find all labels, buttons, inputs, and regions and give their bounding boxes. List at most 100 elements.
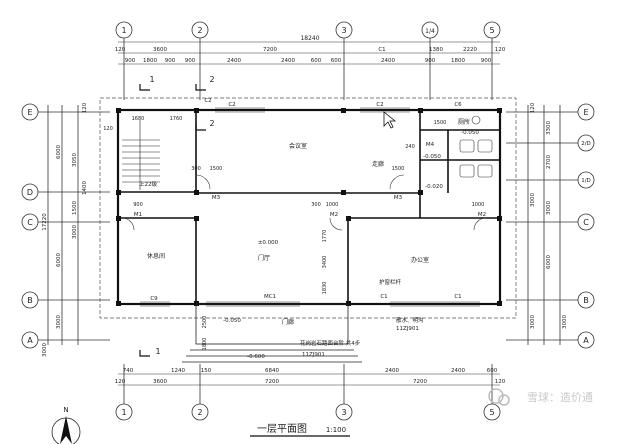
axis-left-label-a: A (27, 336, 33, 345)
staircase (122, 120, 160, 190)
inner-dim-5: 1500 (434, 120, 447, 126)
room-toilet: 厕所 (458, 118, 470, 126)
bottom-dim-1-5: 2400 (451, 368, 465, 374)
railing-note: 护窗栏杆 (379, 278, 402, 286)
top-dim-1-6: 120 (495, 47, 506, 53)
tag-c2a: C2 (228, 102, 235, 108)
right-dim-5: 6000 (546, 255, 552, 269)
top-dim-2-5: 2400 (281, 58, 295, 64)
tag-c6: C6 (454, 102, 462, 108)
inner-dim-0: 1680 (132, 116, 145, 122)
left-dim-4: 1500 (72, 201, 78, 215)
compass-label: N (63, 406, 68, 414)
tag-m2b: M2 (478, 212, 486, 218)
bottom-dim-2-0: 120 (115, 379, 126, 385)
right-dim-6: 3000 (530, 315, 536, 329)
inner-dim-11: 3400 (322, 256, 328, 269)
axis-right-label-a: A (583, 336, 589, 345)
drawing-title: 一层平面图 (257, 423, 307, 435)
tag-c1b: C1 (454, 294, 461, 300)
bottom-dim-2-3: 7200 (413, 379, 427, 385)
windows (140, 107, 480, 307)
bottom-dim-2-4: 120 (495, 379, 506, 385)
bottom-dim-1-0: 740 (123, 368, 134, 374)
axis-top-label-4: 1/4 (425, 28, 435, 35)
top-dim-2-9: 900 (425, 58, 436, 64)
bottom-dim-1-4: 2400 (385, 368, 399, 374)
bottom-dim-1-3: 6840 (265, 368, 279, 374)
top-dim-2-4: 2400 (227, 58, 241, 64)
top-dim-2-10: 1800 (451, 58, 465, 64)
room-restroom: 休息间 (147, 252, 165, 260)
apron-outline (99, 97, 517, 319)
left-dim-2: 3050 (72, 153, 78, 167)
bottom-dim-1-1: 1240 (171, 368, 185, 374)
right-dim-4: 3000 (546, 201, 552, 215)
elev-hall: ±0.000 (258, 240, 279, 246)
axis-right-label-1d: 1/D (581, 178, 591, 184)
axis-bottom-label-2: 2 (197, 408, 202, 417)
watermark-text: 雪球：造价通 (527, 390, 593, 404)
tag-m1: M1 (134, 212, 142, 218)
door-swings (121, 174, 487, 231)
bottom-dim-1-2: 150 (201, 368, 212, 374)
porch (182, 303, 362, 363)
room-hall: 门厅 (258, 254, 270, 262)
left-dim-0: 120 (82, 102, 88, 113)
bottom-dim-2-2: 7200 (265, 379, 279, 385)
section-mark-2-top: 2 (209, 75, 214, 84)
inner-dim-15: 300 (191, 166, 201, 172)
tag-m2a: M2 (330, 212, 338, 218)
axis-right-label-b: B (583, 296, 589, 305)
top-dim-2-6: 600 (311, 58, 322, 64)
inner-dim-14: 1800 (202, 338, 208, 351)
tag-c2b: C2 (376, 102, 383, 108)
inner-dim-3: 1500 (392, 166, 405, 172)
section-mark-2-inner: 2 (209, 119, 214, 128)
section-mark-1-bottom: 1 (155, 347, 160, 356)
axis-right (506, 103, 595, 349)
top-dim-1-2: 7200 (263, 47, 277, 53)
inner-dim-2: 1500 (210, 166, 223, 172)
watermark-logo-icon (488, 388, 510, 406)
axis-left (21, 103, 110, 349)
tag-c2c: C2 (204, 98, 211, 104)
axis-left-label-e: E (27, 108, 32, 117)
north-arrow-icon (51, 416, 81, 444)
left-dim-8: 3000 (56, 315, 62, 329)
axis-top-label-1: 1 (121, 26, 126, 35)
axis-bottom-label-5: 5 (489, 408, 494, 417)
elev-stair: -0.050 (423, 154, 441, 160)
axis-left-label-c: C (27, 218, 33, 227)
stone-steps-note: 花岗岩石踏面台阶 共4步 (300, 339, 361, 347)
ramp-note: 散水、明沟 (396, 316, 424, 324)
axis-bottom-label-3: 3 (341, 408, 346, 417)
tag-m3b: M3 (394, 195, 403, 201)
axis-right-label-c: C (583, 218, 589, 227)
top-dim-1-0: 120 (115, 47, 126, 53)
std-ref-2: 11ZJ901 (396, 326, 419, 332)
inner-dim-13: 2500 (202, 316, 208, 329)
left-dim-9: 3000 (42, 343, 48, 357)
top-dim-2-2: 900 (165, 58, 176, 64)
inner-dim-7: 300 (311, 202, 321, 208)
left-dim-7: 17220 (42, 213, 48, 231)
elev-toilet: -0.050 (461, 130, 479, 136)
inner-dim-8: 1000 (326, 202, 339, 208)
inner-dim-10: 1770 (322, 230, 328, 243)
columns (116, 108, 502, 306)
inner-dim-4: 240 (405, 144, 415, 150)
inner-dim-16: 120 (103, 126, 113, 132)
inner-dim-1: 1760 (170, 116, 183, 122)
right-dim-2: 2700 (546, 155, 552, 169)
room-corridor: 走廊 (372, 160, 384, 168)
drawing-scale: 1:100 (326, 426, 346, 434)
toilet-fixtures (459, 115, 493, 178)
interior-walls (118, 110, 500, 304)
top-dimension-lines (118, 41, 500, 65)
section-mark-1-top: 1 (149, 75, 154, 84)
left-dim-6: 6000 (56, 253, 62, 267)
stair-note: 上22级 (139, 180, 157, 188)
left-dim-3: 1400 (82, 181, 88, 195)
